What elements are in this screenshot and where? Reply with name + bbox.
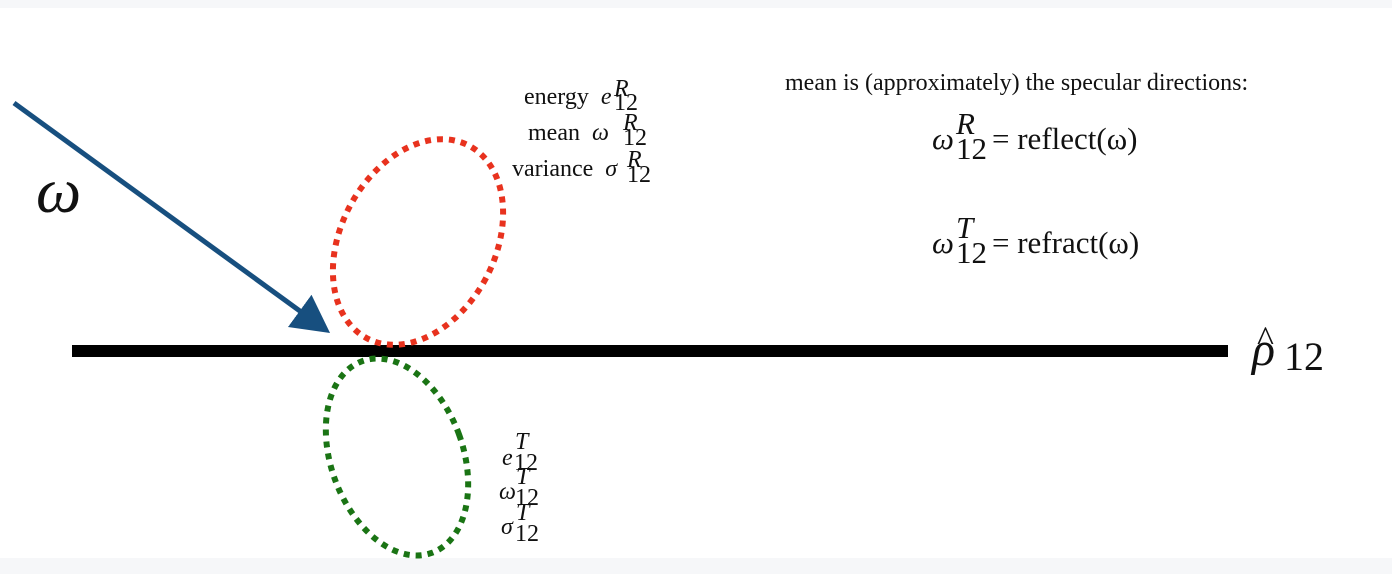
transmission-mean-label: ω T 12: [499, 464, 539, 511]
transmission-energy-sub: 12: [514, 450, 538, 476]
eq1-sup: R: [955, 106, 975, 141]
eq2-rhs: = refract(ω): [992, 225, 1139, 260]
reflection-variance-sub: 12: [627, 162, 651, 188]
transmission-mean-sup: T: [516, 464, 531, 490]
transmission-energy-label: e T 12: [502, 429, 538, 476]
reflection-mean-sub: 12: [623, 125, 647, 151]
reflection-variance-sym: σ: [605, 156, 618, 182]
reflection-mean-word: mean: [528, 120, 580, 146]
reflection-mean-label: mean ω R 12: [528, 110, 647, 151]
equation-refract: ω T 12 = refract(ω): [932, 210, 1139, 270]
reflection-energy-sym: e: [601, 84, 612, 110]
transmission-energy-sym: e: [502, 445, 513, 471]
transmission-variance-label: σ T 12: [501, 500, 539, 547]
top-margin: [0, 0, 1392, 8]
eq1-rhs: = reflect(ω): [992, 121, 1137, 156]
bottom-margin: [0, 558, 1392, 574]
reflection-energy-sup: R: [613, 76, 629, 102]
surface-label: ρ ^ 12: [1250, 319, 1324, 379]
transmission-variance-sub: 12: [515, 521, 539, 547]
surface-label-sub: 12: [1284, 334, 1324, 379]
incident-arrow: [12, 100, 331, 333]
transmission-lobe: [322, 355, 472, 559]
eq1-sub: 12: [956, 131, 987, 166]
svg-text:energy e: energy e: [524, 84, 612, 110]
notes-heading: mean is (approximately) the specular dir…: [785, 70, 1248, 96]
reflection-mean-sym: ω: [592, 120, 609, 146]
eq2-sup: T: [956, 210, 976, 245]
svg-text:mean ω: mean ω: [528, 120, 609, 146]
reflection-energy-word: energy: [524, 84, 589, 110]
reflection-variance-word: variance: [512, 156, 593, 182]
reflection-mean-sup: R: [622, 110, 638, 136]
transmission-mean-sub: 12: [515, 485, 539, 511]
transmission-variance-sup: T: [516, 500, 531, 526]
transmission-energy-sup: T: [515, 429, 530, 455]
surface-label-rho: ρ: [1250, 323, 1275, 376]
eq2-omega: ω: [932, 225, 954, 260]
surface-label-hat: ^: [1257, 319, 1274, 359]
incident-omega-label: ω: [36, 155, 81, 226]
reflection-energy-sub: 12: [614, 90, 638, 116]
reflection-energy-label: energy e R 12: [524, 76, 638, 116]
equation-reflect: ω R 12 = reflect(ω): [932, 106, 1137, 166]
svg-text:variance σ: variance σ: [512, 156, 618, 182]
eq2-sub: 12: [956, 235, 987, 270]
reflection-variance-label: variance σ R 12: [512, 147, 651, 188]
eq1-omega: ω: [932, 121, 954, 156]
transmission-variance-sym: σ: [501, 514, 514, 540]
transmission-mean-sym: ω: [499, 479, 516, 505]
reflection-variance-sup: R: [626, 147, 642, 173]
reflection-lobe: [329, 136, 507, 348]
